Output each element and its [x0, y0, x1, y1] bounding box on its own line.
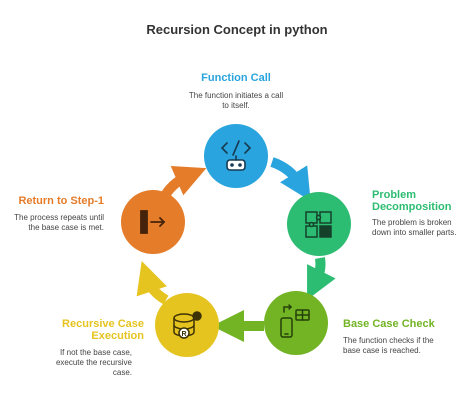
- phone-check-icon: [280, 304, 310, 338]
- step-problem-decomposition-title: Problem Decomposition: [372, 189, 452, 213]
- arrow-recursive-to-return: [136, 261, 169, 305]
- puzzle-pieces-icon: [305, 211, 332, 238]
- step-problem-decomposition-description: The problem is broken down into smaller …: [372, 218, 457, 237]
- step-recursive-case-execution-title: Recursive Case Execution: [62, 318, 144, 342]
- step-function-call-description: The function initiates a call to itself.: [188, 91, 284, 110]
- step-recursive-case-execution-circle: [155, 293, 219, 357]
- svg-text:R: R: [182, 331, 187, 338]
- return-arrow-icon: [140, 210, 166, 234]
- step-return-description: The process repeats until the base case …: [14, 213, 104, 232]
- database-recursion-icon: R: [173, 311, 202, 339]
- arrow-decomposition-to-basecheck: [307, 257, 336, 300]
- step-base-case-check-title: Base Case Check: [343, 318, 435, 330]
- step-function-call-title: Function Call: [201, 72, 271, 84]
- arrow-return-to-call: [161, 166, 207, 197]
- step-return-title: Return to Step-1: [18, 195, 104, 207]
- diagram-title: Recursion Concept in python: [146, 22, 328, 37]
- arrow-call-to-decomposition: [270, 157, 311, 201]
- code-robot-icon: [220, 140, 252, 171]
- step-base-case-check-description: The function checks if the base case is …: [343, 336, 434, 355]
- step-recursive-case-execution-description: If not the base case, execute the recurs…: [55, 348, 132, 377]
- step-base-case-check-circle: [264, 291, 328, 355]
- step-problem-decomposition-circle: [287, 192, 351, 256]
